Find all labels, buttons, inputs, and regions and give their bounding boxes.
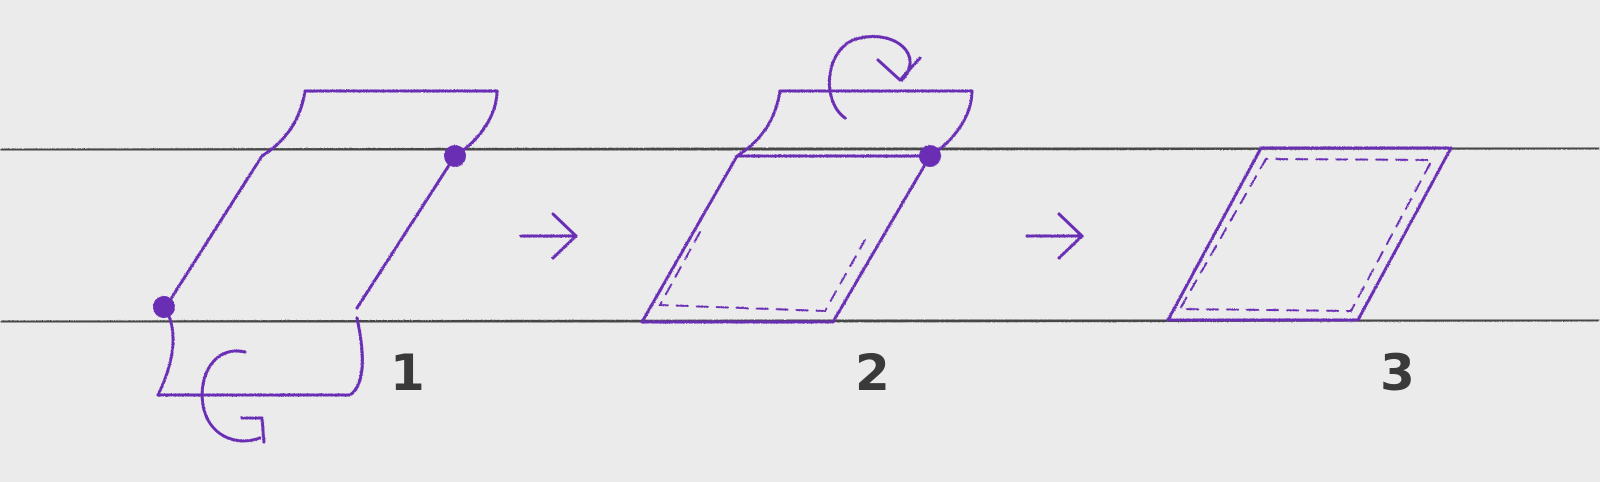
step-2-top-flap [735, 89, 974, 158]
anchor-dot-icon [444, 145, 466, 167]
step-1-top-flap [260, 89, 499, 158]
step-3-outline [1166, 146, 1453, 322]
step-3-figure [1166, 146, 1453, 322]
step-1-left-edge [163, 154, 264, 310]
step-3-label: 3 [1380, 344, 1415, 402]
step-1-bottom-flap [156, 306, 364, 397]
rotate-arrow-icon [827, 35, 922, 120]
arrow-right-icon [1025, 212, 1084, 260]
step-3-inner-outline [1178, 157, 1434, 313]
step-2-figure [640, 35, 974, 324]
anchor-dot-icon [919, 145, 941, 167]
step-1-right-edge [355, 154, 457, 310]
step-1-figure [153, 89, 499, 444]
rotate-arrow-icon [200, 349, 266, 444]
step-2-label: 2 [855, 344, 890, 402]
step-2-inner-outline [658, 231, 866, 313]
step-1-label: 1 [390, 344, 425, 402]
step-2-outline [640, 154, 932, 324]
anchor-dot-icon [153, 296, 175, 318]
arrow-right-icon [519, 212, 578, 260]
